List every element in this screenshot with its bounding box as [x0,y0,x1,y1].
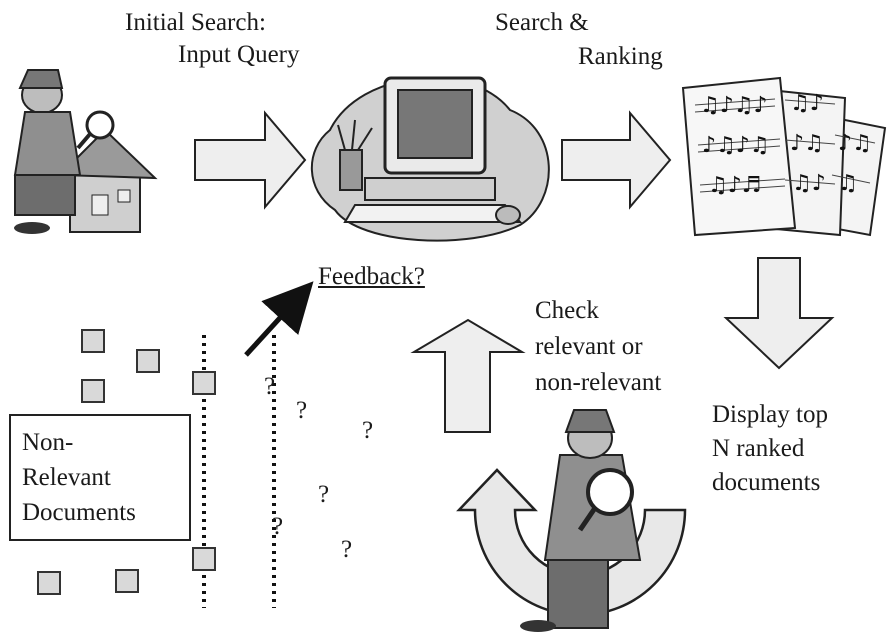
detective-icon [520,409,642,632]
document-square-icon [81,329,105,353]
svg-text:♫♪♫♪: ♫♪♫♪ [700,93,768,118]
svg-text:♫♪: ♫♪ [792,171,826,196]
computer-icon [310,76,550,242]
display-top-label: Display top [712,401,828,428]
feedback-arrow-icon [244,281,314,357]
question-mark: ? [296,397,308,424]
svg-text:♪♫♪♫: ♪♫♪♫ [702,133,770,158]
document-square-icon [37,571,61,595]
document-square-icon [192,547,216,571]
feedback-label: Feedback? [318,263,425,290]
search-label: Search & [495,9,589,36]
non-relevant-box [9,414,191,541]
svg-text:♪♫: ♪♫ [838,131,872,156]
question-mark: ? [318,481,330,508]
music-documents-icon: ♫♪♫♪ ♪♫♪♫ ♫♪♬ ♫♪ ♪♫ ♫♪ ♪♫ ♫ [681,76,887,237]
arrow-down-icon [723,257,835,370]
non-relevant-label: non-relevant [535,369,662,396]
question-mark: ? [362,417,374,444]
n-ranked-label: N ranked [712,435,805,462]
svg-text:♫♪♬: ♫♪♬ [708,173,762,198]
document-square-icon [136,349,160,373]
question-mark: ? [272,513,284,540]
svg-text:♪♫: ♪♫ [790,131,824,156]
question-mark: ? [264,373,276,400]
non-relevant-line3: Documents [22,499,136,526]
circular-arrow-icon [456,468,687,617]
relevant-or-label: relevant or [535,333,643,360]
document-square-icon [81,379,105,403]
initial-search-label: Initial Search: [125,9,266,36]
input-query-label: Input Query [178,41,300,68]
non-relevant-line2: Relevant [22,464,111,491]
arrow-right-icon [194,110,307,210]
arrow-up-icon [410,318,526,433]
ranking-label: Ranking [578,43,663,70]
non-relevant-line1: Non- [22,429,74,456]
svg-text:♫: ♫ [838,171,858,196]
arrow-right-icon [561,110,672,210]
svg-text:♫♪: ♫♪ [790,91,824,116]
document-square-icon [115,569,139,593]
document-square-icon [192,371,216,395]
detective-house-icon [13,69,158,234]
question-mark: ? [341,536,353,563]
check-label: Check [535,297,599,324]
documents-label: documents [712,469,821,496]
